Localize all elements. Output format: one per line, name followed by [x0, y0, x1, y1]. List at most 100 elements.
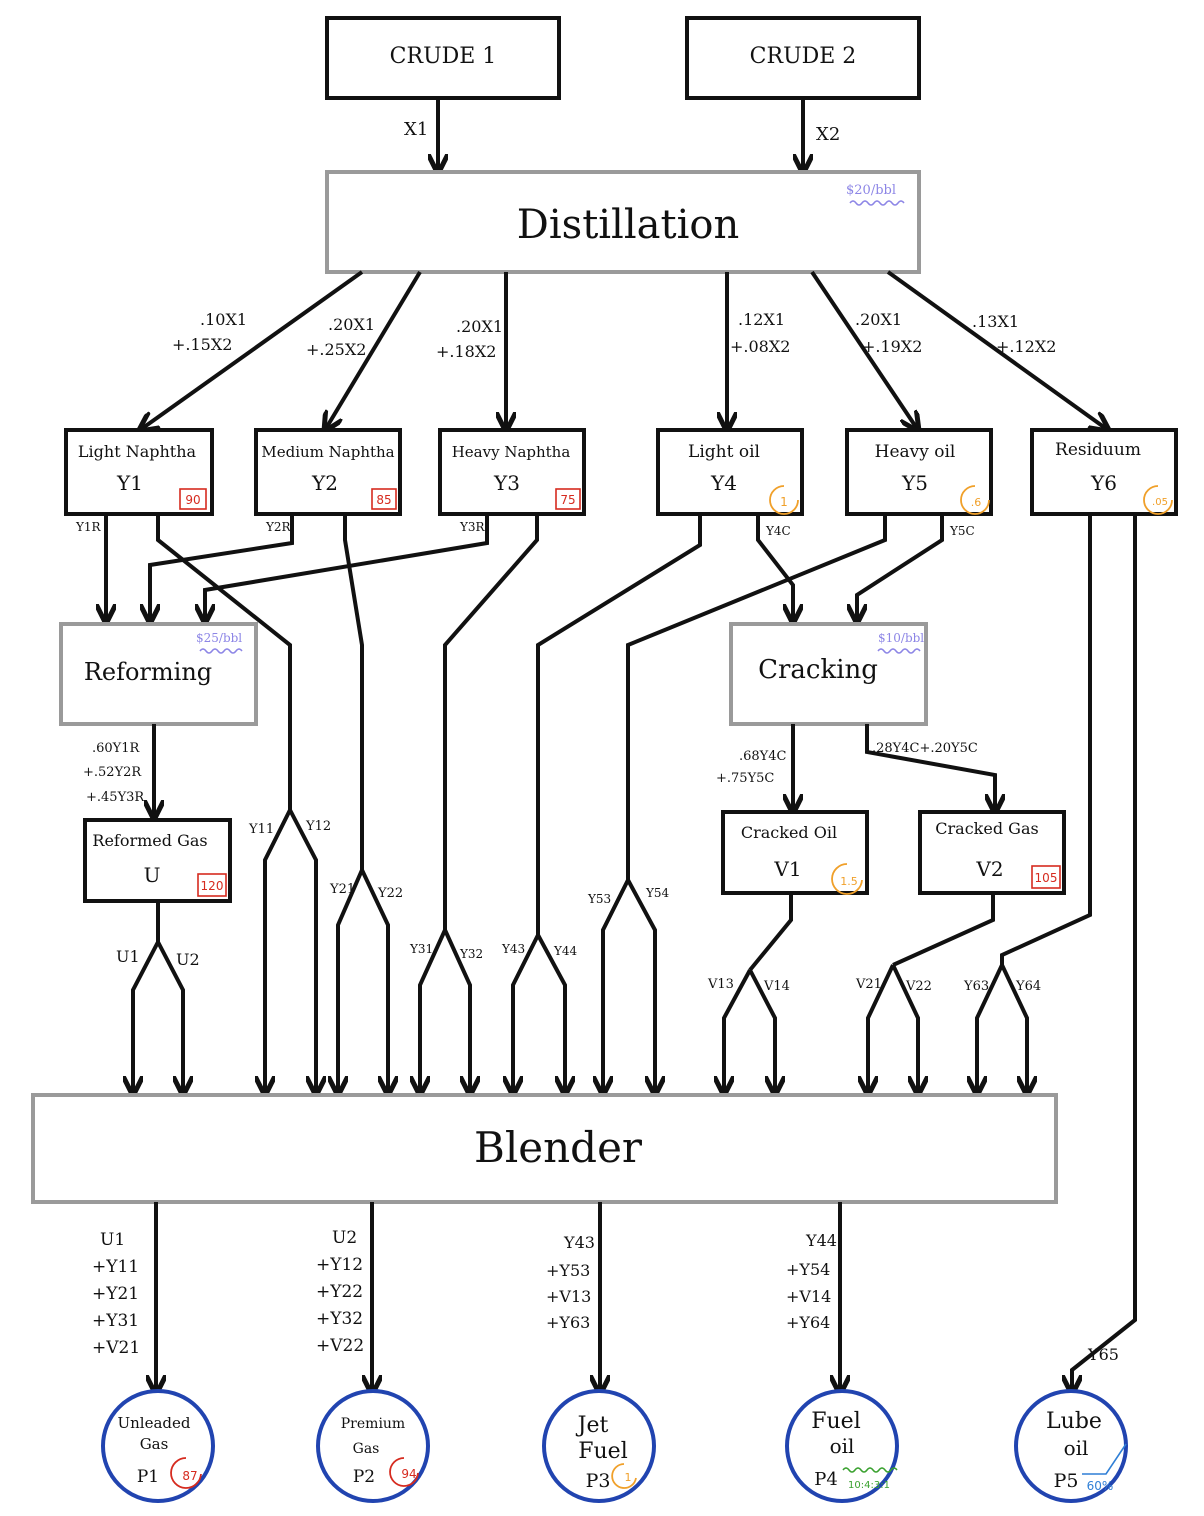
y63-label: Y63 — [963, 979, 989, 994]
y22-line — [360, 869, 388, 1094]
y53-label: Y53 — [587, 892, 611, 906]
v14-line — [748, 969, 775, 1094]
cracked-oil-var: V1 — [773, 857, 801, 881]
octane-badge — [1031, 865, 1061, 889]
distillation-label: Distillation — [517, 202, 739, 248]
y32-label: Y32 — [459, 947, 483, 961]
y65-label: Y65 — [1087, 1345, 1119, 1364]
cracking-gas-out — [865, 724, 995, 812]
fraction-var: Y4 — [710, 471, 737, 495]
octane-badge — [960, 485, 990, 515]
octane-badge — [170, 1457, 202, 1489]
octane-badge — [197, 873, 227, 897]
y22-label: Y22 — [377, 886, 403, 901]
cracking-box — [729, 622, 928, 726]
cracking-oil-yield: .68Y4C +.75Y5C — [716, 749, 791, 786]
octane-value: 75 — [560, 493, 575, 507]
product-premium-gas: Premium Gas P2 94 — [316, 1389, 430, 1503]
y5-bypass-line — [626, 514, 887, 880]
reformed-gas-name: Reformed Gas — [92, 831, 207, 850]
v13-label: V13 — [707, 977, 734, 992]
octane-value: 1.5 — [840, 875, 858, 888]
fraction-residuum: Residuum Y6 .05 — [1030, 428, 1178, 516]
y4c-label: Y4C — [765, 524, 791, 538]
y31-line — [420, 929, 447, 1094]
y43-line — [513, 934, 540, 1094]
product-var: P1 — [137, 1467, 159, 1487]
u2-line — [156, 941, 183, 1094]
product-name-line2: Gas — [140, 1435, 169, 1453]
fraction-name: Light oil — [688, 442, 760, 462]
product-var: P4 — [814, 1469, 838, 1490]
y63-line — [977, 964, 1004, 1094]
fraction-light-oil: Light oil Y4 1 — [656, 428, 804, 516]
octane-badge — [1143, 485, 1173, 515]
product-name-line2: Fuel — [578, 1439, 628, 1464]
product-name-line2: Gas — [353, 1441, 380, 1457]
y32-line — [443, 929, 470, 1094]
crude-1-box — [325, 16, 561, 100]
fraction-heavy-oil: Heavy oil Y5 .6 — [845, 428, 993, 516]
v14-label: V14 — [763, 979, 790, 994]
coef-residuum: .13X1 +.12X2 — [972, 312, 1056, 356]
v2-stem — [892, 893, 995, 967]
octane-value: 90 — [185, 493, 200, 507]
coef-heavy-naphtha: .20X1 +.18X2 — [436, 317, 508, 361]
octane-badge — [611, 1463, 637, 1489]
octane-value: 120 — [201, 879, 224, 893]
fraction-medium-naphtha: Medium Naphtha Y2 85 — [254, 428, 402, 516]
product-name-line1: Lube — [1046, 1409, 1102, 1434]
dist-to-light-naphtha — [140, 270, 364, 430]
reforming-box — [59, 622, 258, 726]
coef-light-oil: .12X1 +.08X2 — [730, 310, 790, 356]
y44-line — [536, 934, 565, 1094]
product-name-line2: oil — [1064, 1436, 1089, 1460]
product-name-line1: Unleaded — [117, 1414, 190, 1432]
product-var: P2 — [353, 1467, 375, 1487]
product-name-line2: oil — [830, 1434, 855, 1458]
cracking-cost-squiggle — [877, 648, 921, 654]
octane-badge — [555, 488, 581, 510]
y21-line — [338, 869, 364, 1094]
fraction-var: Y2 — [311, 471, 338, 495]
distillation-cost-squiggle — [849, 200, 905, 206]
distillation-box — [325, 170, 921, 274]
y4c-line — [756, 514, 793, 622]
y6-blend-line — [1000, 514, 1092, 965]
product-name-line1: Fuel — [811, 1409, 861, 1434]
octane-value: .6 — [971, 496, 982, 509]
octane-badge — [389, 1457, 419, 1487]
percent-value: 60% — [1087, 1479, 1114, 1493]
y2r-label: Y2R — [265, 520, 292, 534]
ratio-squiggle — [842, 1467, 898, 1473]
reformed-gas-node: Reformed Gas U 120 — [83, 818, 232, 903]
y12-line — [288, 809, 316, 1094]
cracked-gas-name: Cracked Gas — [935, 819, 1038, 838]
y2r-line — [150, 514, 294, 622]
blender-label: Blender — [474, 1123, 643, 1172]
crude-1-label: CRUDE 1 — [390, 44, 497, 69]
y54-line — [626, 879, 655, 1094]
coef-medium-naphtha: .20X1 +.25X2 — [306, 315, 380, 359]
octane-value: .05 — [1152, 497, 1168, 508]
y21-label: Y21 — [329, 882, 355, 897]
octane-value: 85 — [376, 493, 391, 507]
v22-line — [891, 964, 918, 1094]
v1-stem — [748, 893, 793, 972]
cracked-oil-name: Cracked Oil — [741, 823, 837, 842]
y44-label: Y44 — [553, 944, 578, 958]
y1-bypass-line — [156, 514, 292, 810]
fraction-light-naphtha: Light Naphtha Y1 90 — [64, 428, 214, 516]
dist-to-medium-naphtha — [325, 270, 422, 430]
octane-value: 87 — [182, 1469, 197, 1483]
y64-label: Y64 — [1015, 979, 1041, 994]
y3r-line — [205, 514, 489, 622]
reforming-yield: .60Y1R +.52Y2R +.45Y3R — [83, 741, 145, 805]
octane-value: 1 — [780, 495, 788, 509]
octane-value: 105 — [1035, 871, 1058, 885]
octane-badge — [831, 863, 863, 895]
fraction-name: Light Naphtha — [78, 442, 197, 461]
u1-label: U1 — [116, 947, 140, 966]
p1-inputs: U1 +Y11 +Y21 +Y31 +V21 — [92, 1230, 145, 1358]
fraction-name: Heavy Naphtha — [452, 443, 571, 461]
